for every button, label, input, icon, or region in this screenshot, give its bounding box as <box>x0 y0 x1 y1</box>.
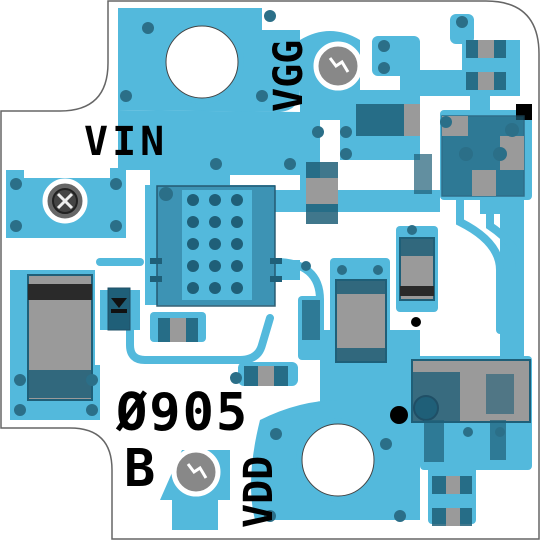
revision-label: B <box>124 439 155 499</box>
vdd-label: VDD <box>236 456 282 528</box>
components <box>27 40 532 526</box>
fiducial-small <box>411 317 421 327</box>
vin-label: VIN <box>84 119 168 165</box>
mounting-holes <box>160 20 380 502</box>
vdd-terminal <box>171 447 221 497</box>
mounting-hole-icon <box>165 25 239 99</box>
main-ic <box>150 185 282 307</box>
mounting-hole-icon <box>301 423 375 497</box>
signal-traces <box>96 196 524 364</box>
polarity-mark-icon <box>111 298 127 308</box>
vgg-terminal <box>313 41 363 91</box>
vias <box>10 10 519 522</box>
via-icon <box>142 22 154 34</box>
vgg-label: VGG <box>266 40 312 112</box>
part-number-label: Ø905 <box>115 383 249 443</box>
vin-terminal <box>42 178 88 224</box>
fiducial-large <box>390 406 408 424</box>
via-grid <box>187 194 243 294</box>
